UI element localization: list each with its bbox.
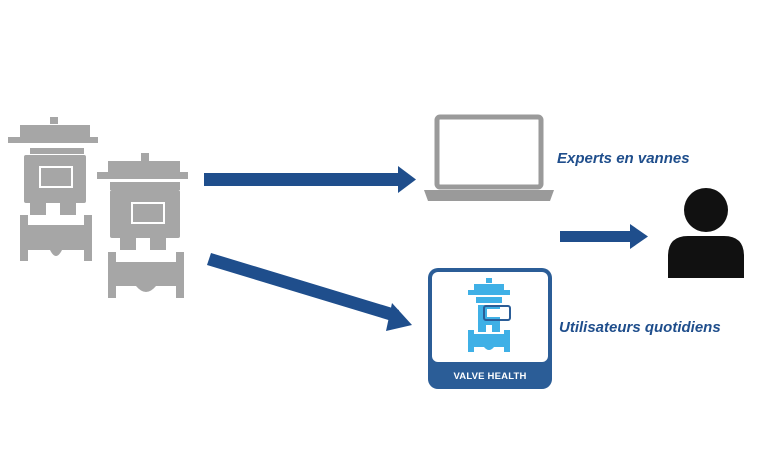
arrow-to-person bbox=[560, 224, 648, 249]
experts-label: Experts en vannes bbox=[557, 150, 690, 167]
everyday-users-label: Utilisateurs quotidiens bbox=[559, 319, 721, 336]
valve-icon bbox=[8, 117, 98, 261]
app-caption: VALVE HEALTH bbox=[453, 370, 527, 382]
person-icon bbox=[668, 188, 744, 278]
valve-gauge bbox=[39, 166, 73, 188]
laptop-icon bbox=[424, 114, 554, 201]
valve-health-app-icon bbox=[428, 268, 552, 389]
arrow-to-experts bbox=[204, 166, 416, 193]
valve-icon bbox=[97, 153, 188, 298]
valve-gauge bbox=[131, 202, 165, 224]
arrow-to-app bbox=[207, 253, 412, 331]
